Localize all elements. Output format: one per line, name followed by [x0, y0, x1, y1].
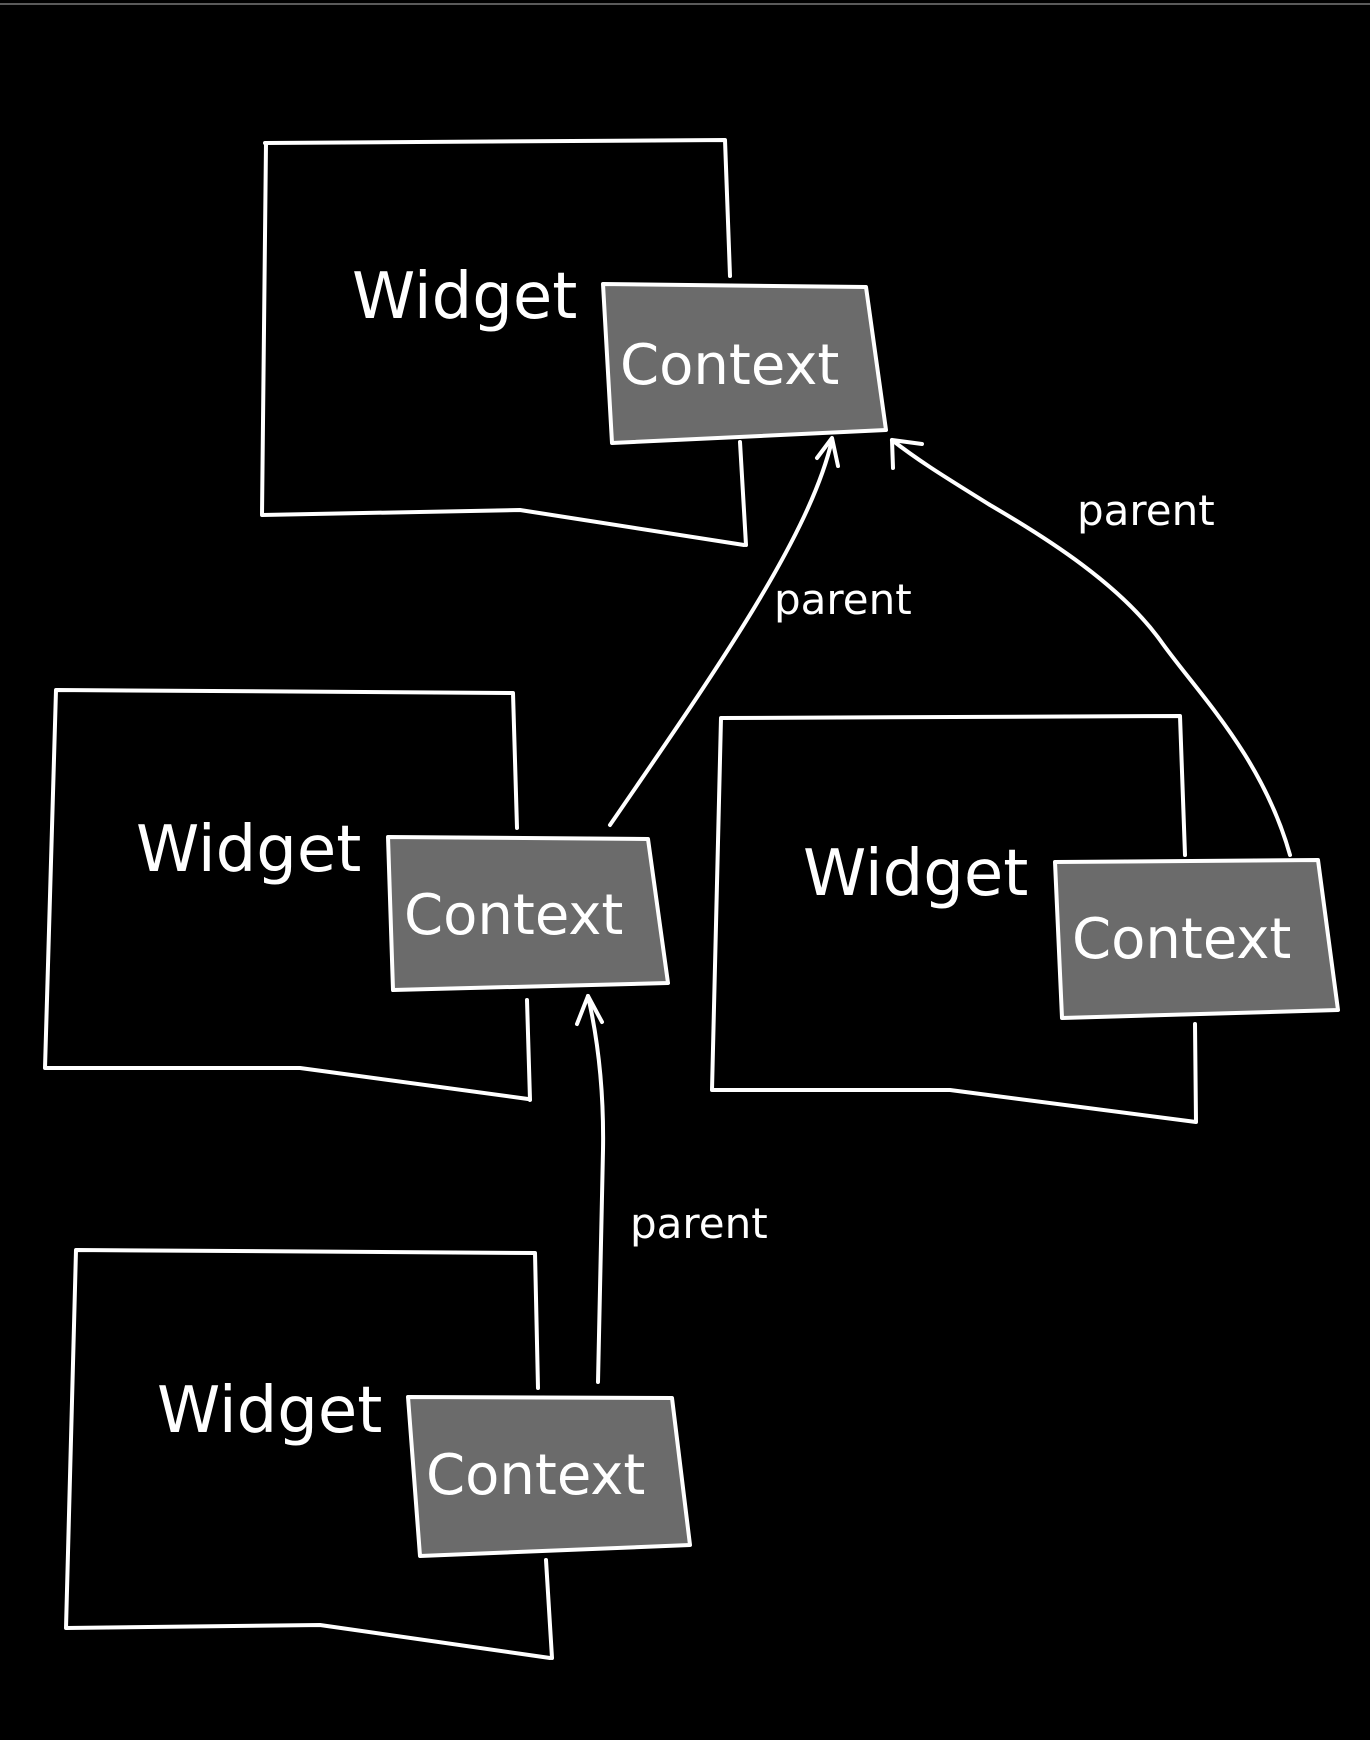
arrowhead-icon [890, 438, 924, 470]
context-box-bottom [406, 1395, 692, 1558]
context-box-mid-left-fill [388, 837, 668, 990]
widget-node-bottom: Widget Context [64, 1248, 692, 1660]
parent-arrow-line [608, 438, 834, 827]
context-label-top: Context [620, 333, 839, 398]
widget-node-mid-left: Widget Context [43, 688, 670, 1102]
context-box-mid-right [1053, 858, 1340, 1020]
edge-label-mid-left-to-top: parent [774, 575, 912, 624]
widget-node-top: Widget Context [260, 138, 888, 547]
context-label-mid-right: Context [1072, 907, 1291, 972]
edge-bottom-to-mid-left: parent [575, 994, 768, 1384]
edge-label-bottom-to-mid-left: parent [630, 1199, 768, 1248]
parent-arrow-line [586, 994, 606, 1384]
context-box-bottom-fill [408, 1397, 690, 1556]
parent-arrow-line [890, 438, 1292, 857]
context-label-bottom: Context [426, 1443, 645, 1508]
widget-label-mid-right: Widget [803, 837, 1028, 911]
arrowhead-icon [575, 994, 604, 1026]
widget-box-mid-left [43, 688, 532, 1102]
context-box-top-fill [603, 284, 886, 443]
widget-box-top [260, 138, 748, 547]
widget-box-bottom [64, 1248, 554, 1660]
arrowhead-icon [815, 436, 840, 468]
widget-label-bottom: Widget [157, 1374, 382, 1448]
widget-box-mid-right [710, 714, 1198, 1124]
context-box-mid-left [386, 835, 670, 992]
edge-mid-left-to-top: parent [608, 436, 912, 827]
context-label-mid-left: Context [404, 883, 623, 948]
widget-label-mid-left: Widget [136, 813, 361, 887]
widget-label-top: Widget [352, 260, 577, 334]
context-box-top [601, 282, 888, 445]
context-box-mid-right-fill [1055, 860, 1338, 1018]
edge-label-mid-right-to-top: parent [1077, 486, 1215, 535]
widget-node-mid-right: Widget Context [710, 714, 1340, 1124]
edge-mid-right-to-top: parent [890, 438, 1292, 857]
top-divider [0, 3, 1370, 5]
